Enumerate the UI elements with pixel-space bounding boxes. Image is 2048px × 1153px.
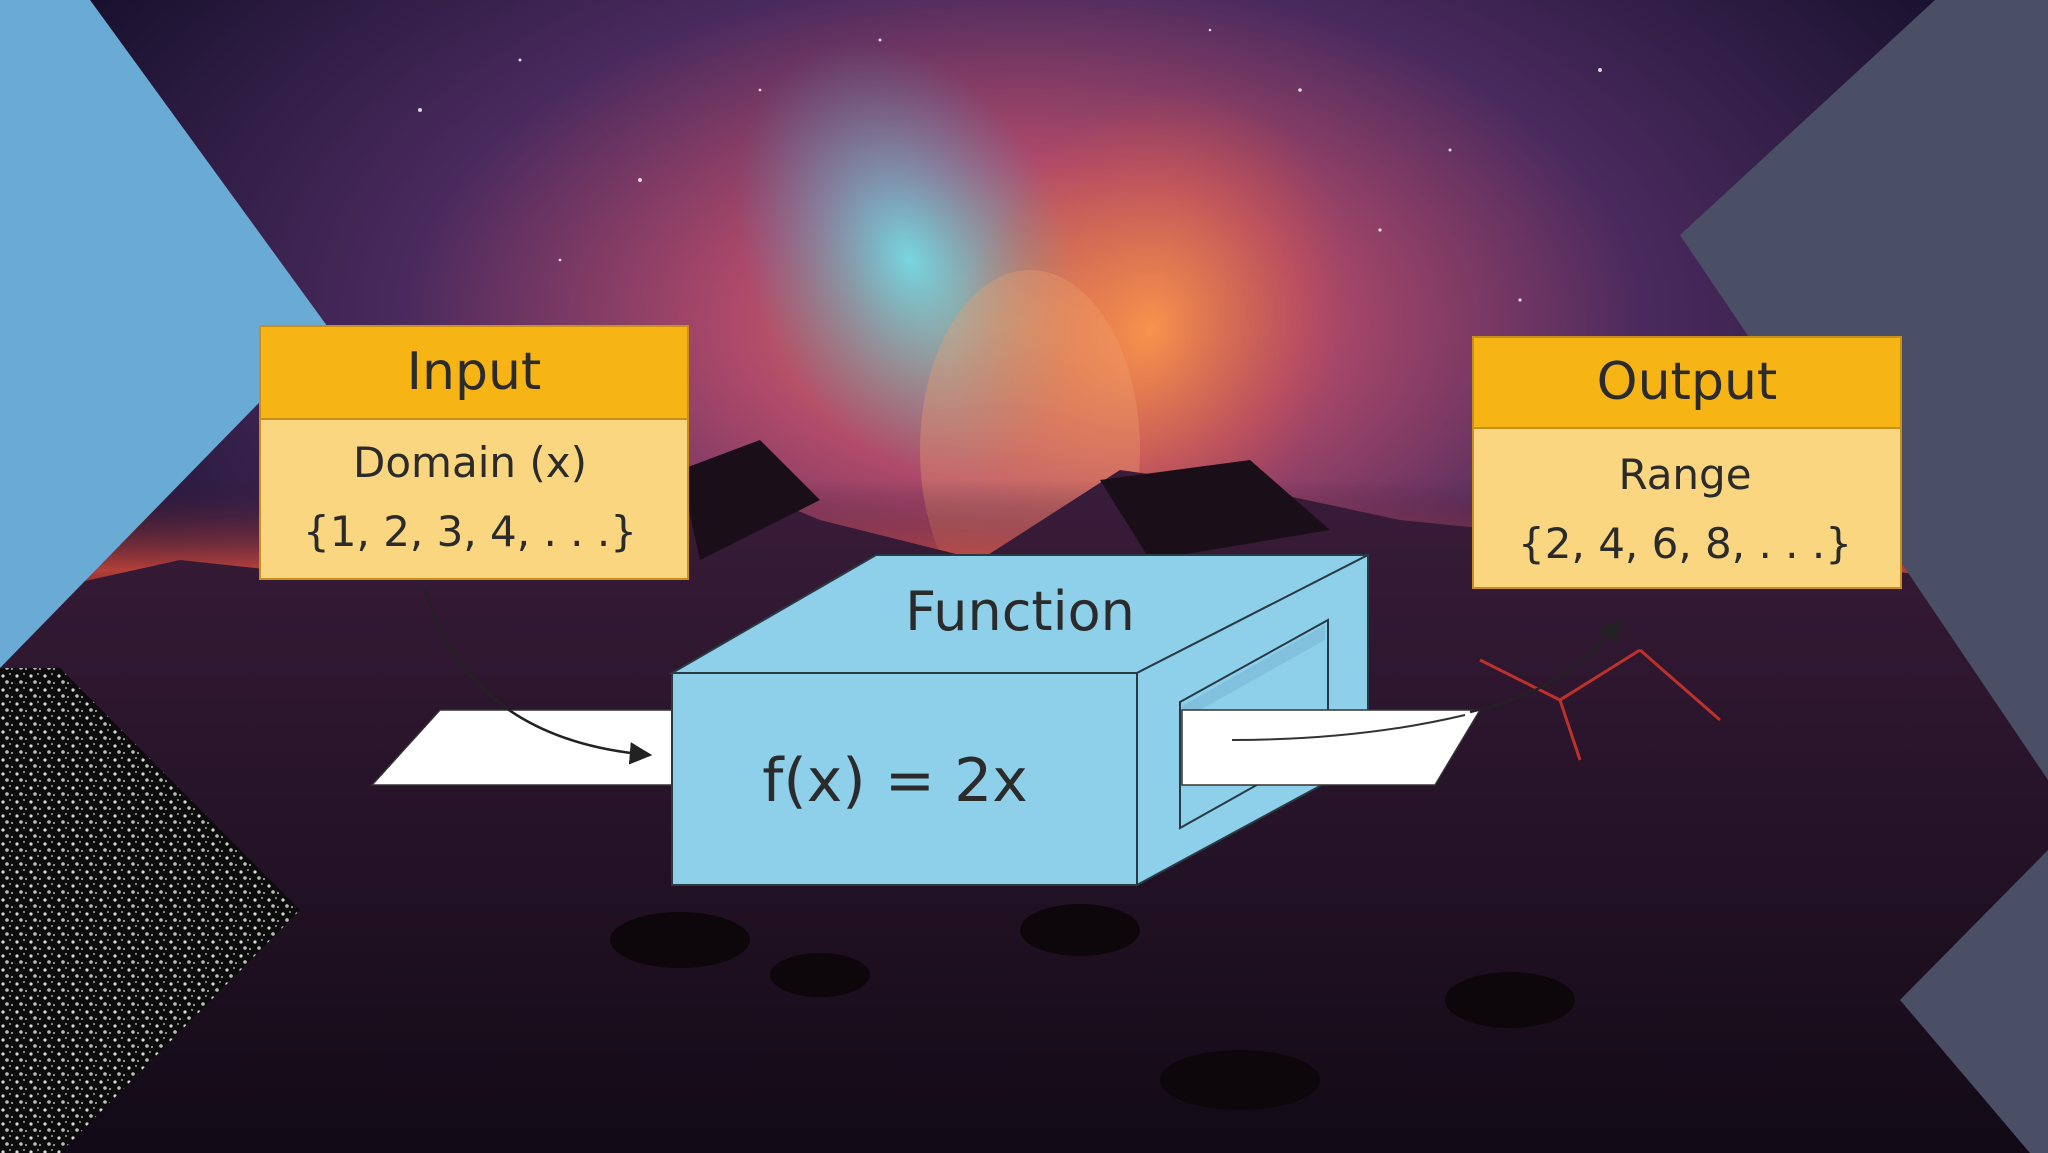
output-paper-strip [1181, 709, 1482, 786]
input-arrow [423, 589, 653, 765]
output-range-set: {2, 4, 6, 8, . . .} [1518, 519, 1852, 568]
left-corner-blue [0, 0, 330, 668]
input-domain-set: {1, 2, 3, 4, . . .} [303, 507, 637, 556]
input-header-label: Input [407, 342, 542, 402]
input-header-bg [259, 325, 689, 420]
function-formula: f(x) = 2x [762, 746, 1028, 816]
output-header-bg [1472, 336, 1902, 429]
output-box: Output Range {2, 4, 6, 8, . . .} [1472, 336, 1902, 589]
left-corner-texture [0, 668, 300, 1153]
output-body-bg [1472, 427, 1902, 589]
output-header-label: Output [1597, 352, 1778, 412]
input-body-bg [259, 418, 689, 580]
output-range-label: Range [1618, 450, 1751, 499]
output-strip-curve [1231, 714, 1466, 741]
input-box: Input Domain (x) {1, 2, 3, 4, . . .} [259, 325, 689, 580]
input-domain-label: Domain (x) [353, 438, 587, 487]
right-corner-slate [1680, 0, 2048, 1153]
function-box-front [671, 672, 1138, 886]
output-arrow [1469, 618, 1622, 714]
output-slot-inner [1182, 625, 1325, 720]
function-title: Function [905, 580, 1135, 643]
